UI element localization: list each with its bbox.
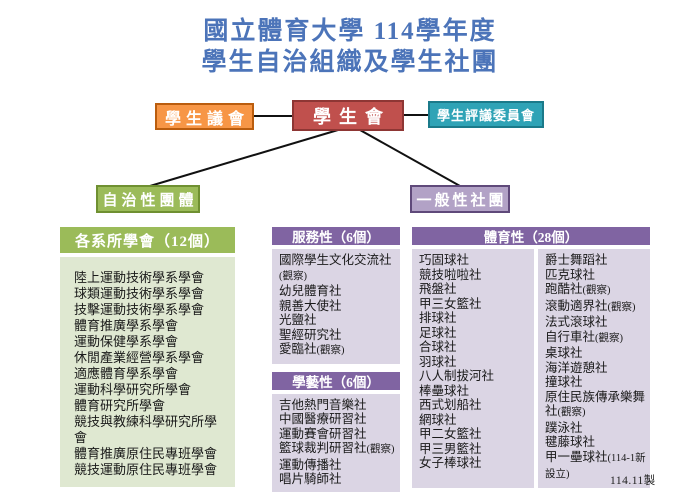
club-item: 休閒產業經營學系學會 [74,350,205,365]
club-item: 自行車社(觀察) [545,329,624,344]
club-item: 競技啦啦社 [419,267,482,282]
observation-note: (114-1新設立) [545,452,646,481]
club-item: 匹克球社 [545,267,596,282]
club-item: 網球社 [419,412,457,427]
sports-clubs-body: 巧固球社競技啦啦社飛盤社甲三女籃社排球社足球社合球社羽球社八人制拔河社棒壘球社西… [412,249,650,488]
observation-note: (觀察) [582,285,611,296]
club-item: 巧固球社 [419,253,470,267]
club-item: 甲二女籃社 [419,427,482,441]
observation-note: (觀察) [366,444,395,455]
club-item: 技擊運動技術學系學會 [74,302,205,317]
club-item: 海洋遊憩社 [545,360,608,375]
arts-clubs-header: 學藝性（6個） [272,371,400,390]
club-item: 飛盤社 [419,282,457,296]
club-item: 合球社 [419,340,457,354]
club-item: 排球社 [419,311,457,325]
department-associations-header: 各系所學會（12個） [60,227,235,253]
observation-note: (觀察) [316,345,345,356]
club-item: 足球社 [419,325,457,340]
club-item: 運動賽會研習社 [279,426,367,441]
observation-note: (觀察) [557,407,586,418]
club-item: 爵士舞蹈社 [545,253,608,267]
sports-clubs-list-2: 爵士舞蹈社匹克球社跑酷社(觀察) 滾動適界社(觀察) 法式滾球社自行車社(觀察) 桌球… [538,249,650,488]
arts-clubs-list: 吉他熱門音樂社中國醫療研習社運動賽會研習社籃球裁判研習社(觀察) 運動傳播社唱片騎… [272,393,400,492]
department-associations-list: 陸上運動技術學系學會球類運動技術學系學會技擊運動技術學系學會體育推廣學系學會運動… [60,257,235,487]
club-item: 法式滾球社 [545,315,608,329]
service-clubs-list: 國際學生文化交流社(觀察) 幼兒體育社親善大使社光鹽社聖經研究社愛臨社(觀察) [272,249,400,364]
club-item: 籃球裁判研習社(觀察) [279,441,395,455]
club-item: 唱片騎師社 [279,472,342,486]
club-item: 適應體育學系學會 [74,366,179,381]
observation-note: (觀察) [607,301,636,313]
page-title-line1: 國立體育大學 114學年度 [203,18,497,45]
club-item: 中國醫療研習社 [279,412,367,426]
club-item: 甲一壘球社(114-1新設立) [545,449,646,481]
club-item: 運動保健學系學會 [74,334,179,349]
made-date-note: 114.11製 [610,475,656,487]
club-item: 陸上運動技術學系學會 [74,270,205,285]
department-associations-column: 各系所學會（12個） 陸上運動技術學系學會球類運動技術學系學會技擊運動技術學系學… [60,227,235,487]
student-association-box: 學生會 [292,100,404,131]
club-item: 毽藤球社 [545,435,596,449]
club-item: 球類運動技術學系學會 [74,286,205,301]
club-item: 光鹽社 [279,313,317,327]
club-item: 競技運動原住民專班學會 [74,462,218,477]
club-item: 棒壘球社 [419,383,470,398]
club-item: 西式划船社 [419,398,482,412]
sports-clubs-column: 體育性（28個） 巧固球社競技啦啦社飛盤社甲三女籃社排球社足球社合球社羽球社八人… [412,227,650,488]
club-item: 運動科學研究所學會 [74,382,192,397]
club-item: 聖經研究社 [279,327,342,342]
sports-clubs-list-1: 巧固球社競技啦啦社飛盤社甲三女籃社排球社足球社合球社羽球社八人制拔河社棒壘球社西… [412,249,534,488]
club-item: 羽球社 [419,354,457,369]
observation-note: (觀察) [595,332,624,344]
club-item: 跑酷社(觀察) [545,282,611,296]
club-item: 甲三男籃社 [419,441,482,456]
sports-clubs-header: 體育性（28個） [412,227,650,245]
student-review-committee-box: 學生評議委員會 [428,101,544,128]
club-item: 滾動適界社(觀察) [545,298,636,313]
club-item: 原住民族傳承樂舞社(觀察) [545,389,646,419]
club-item: 幼兒體育社 [279,284,342,298]
page-title-line2: 學生自治組織及學生社團 [201,49,499,76]
club-item: 親善大使社 [279,298,342,313]
service-arts-column: 服務性（6個） 國際學生文化交流社(觀察) 幼兒體育社親善大使社光鹽社聖經研究社愛… [272,227,400,492]
club-item: 國際學生文化交流社(觀察) [279,253,392,282]
club-item: 競技與教練科學研究所學會 [74,414,218,445]
club-item: 體育推廣原住民專班學會 [74,446,218,461]
club-item: 運動傳播社 [279,457,342,472]
student-congress-box: 學生議會 [155,103,254,130]
club-item: 八人制拔河社 [419,369,495,383]
observation-note: (觀察) [279,270,307,282]
club-item: 女子棒球社 [419,456,482,470]
club-item: 桌球社 [545,346,583,360]
club-item: 吉他熱門音樂社 [279,397,367,412]
self-governing-group-box: 自治性團體 [96,185,200,213]
club-item: 愛臨社(觀察) [279,342,345,356]
club-item: 體育推廣學系學會 [74,318,179,333]
general-clubs-group-box: 一般性社團 [410,185,510,213]
club-item: 體育研究所學會 [74,398,166,413]
club-item: 蹼泳社 [545,420,583,435]
page-title: 國立體育大學 114學年度 學生自治組織及學生社團 [0,16,700,78]
club-item: 撞球社 [545,375,583,389]
service-clubs-header: 服務性（6個） [272,227,400,245]
club-item: 甲三女籃社 [419,296,482,311]
